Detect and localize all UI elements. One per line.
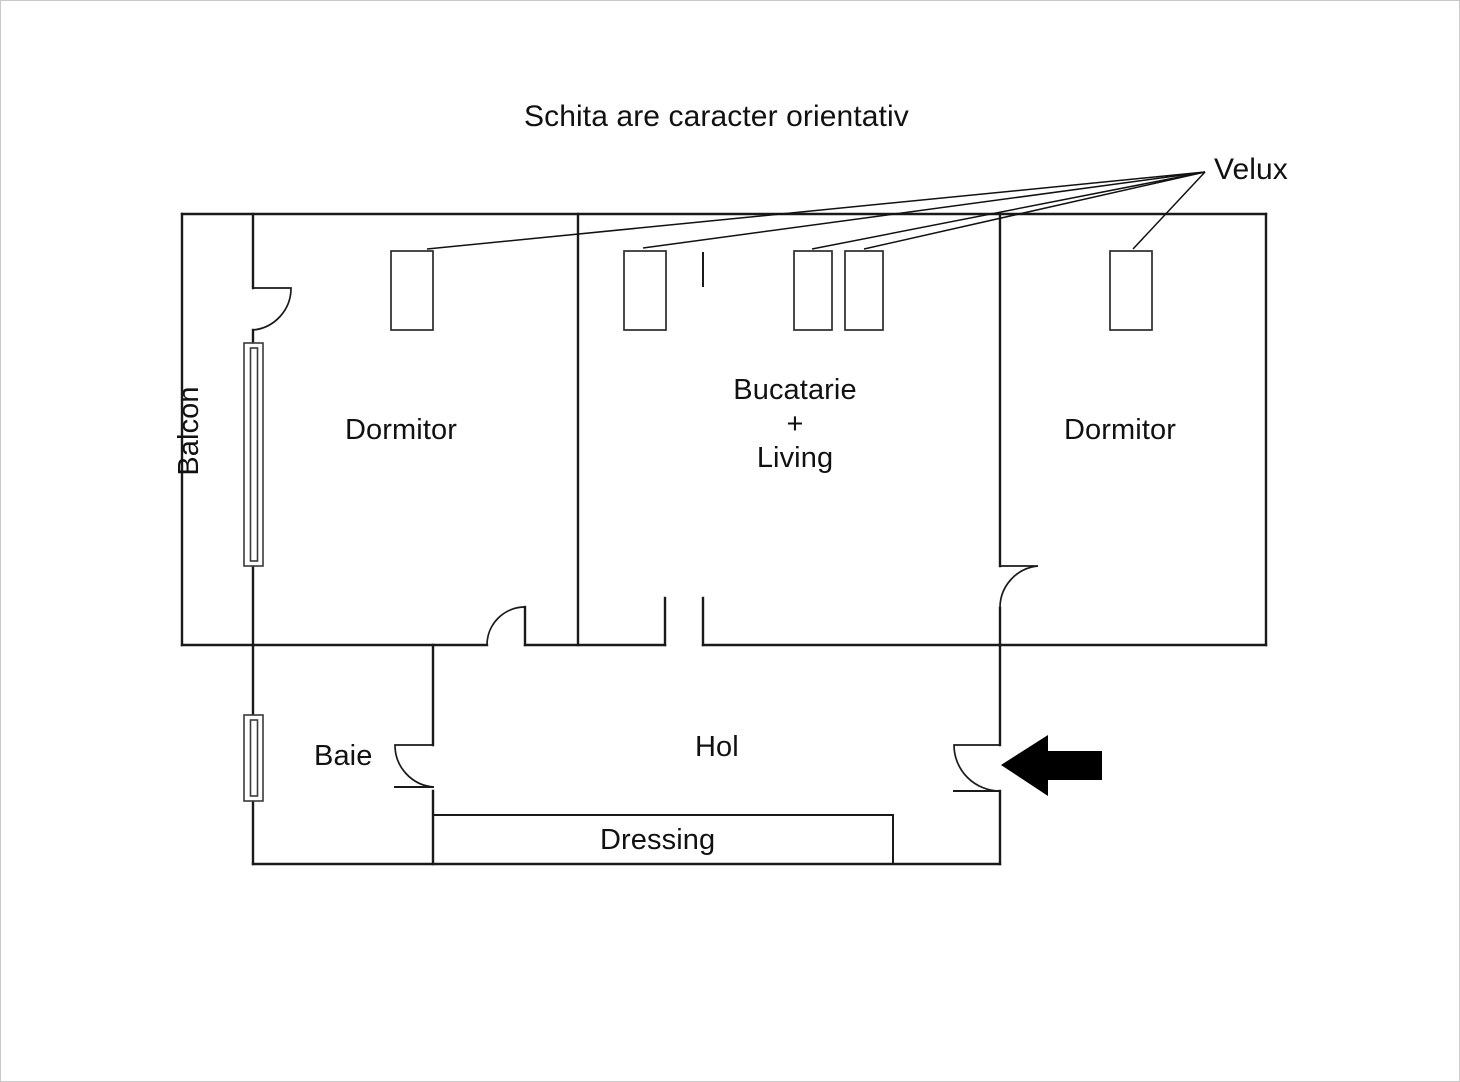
- room-label-balcon: Balcon: [173, 386, 205, 476]
- baie-window-frame-inner: [249, 719, 259, 797]
- window-frame-inner: [249, 347, 259, 562]
- velux-leader-5: [1132, 171, 1206, 250]
- room-label-baie: Baie: [314, 740, 373, 772]
- dressing-closet-outline: [432, 814, 894, 865]
- room-label-dormitor-right: Dormitor: [1064, 414, 1176, 446]
- baie-window: [243, 714, 264, 802]
- dormitor-left-door: [486, 605, 527, 647]
- upper-block-walls: [180, 212, 1268, 647]
- entrance-door-swing: [953, 744, 1001, 792]
- velux-annotation-label: Velux: [1214, 153, 1288, 186]
- velux-window-1: [390, 250, 434, 331]
- room-label-dormitor-left: Dormitor: [345, 414, 457, 446]
- balcon-window: [243, 342, 264, 567]
- velux-leader-lines: [426, 171, 1206, 250]
- balcony-door-swing: [252, 287, 292, 331]
- velux-window-2: [623, 250, 667, 331]
- velux-leader-4: [863, 171, 1206, 250]
- page-title: Schita are caracter orientativ: [524, 100, 909, 133]
- velux-leader-3: [811, 171, 1206, 250]
- room-label-bucatarie-living: Bucatarie + Living: [733, 374, 857, 475]
- velux-windows: [390, 250, 1153, 331]
- velux-window-3: [793, 250, 833, 331]
- baie-partition: [394, 643, 435, 866]
- entrance-direction-arrow: [1001, 735, 1102, 796]
- living-hol-opening: [663, 596, 705, 647]
- room-label-dressing: Dressing: [600, 824, 716, 856]
- dormitor-right-door-swing: [999, 565, 1039, 609]
- velux-window-4: [844, 250, 884, 331]
- dormitor-left-door-swing: [486, 606, 526, 646]
- velux-leader-1: [426, 171, 1206, 250]
- velux-leader-2: [642, 171, 1206, 249]
- velux-window-5: [1109, 250, 1153, 331]
- room-label-hol: Hol: [695, 731, 739, 763]
- baie-door-swing: [394, 744, 434, 788]
